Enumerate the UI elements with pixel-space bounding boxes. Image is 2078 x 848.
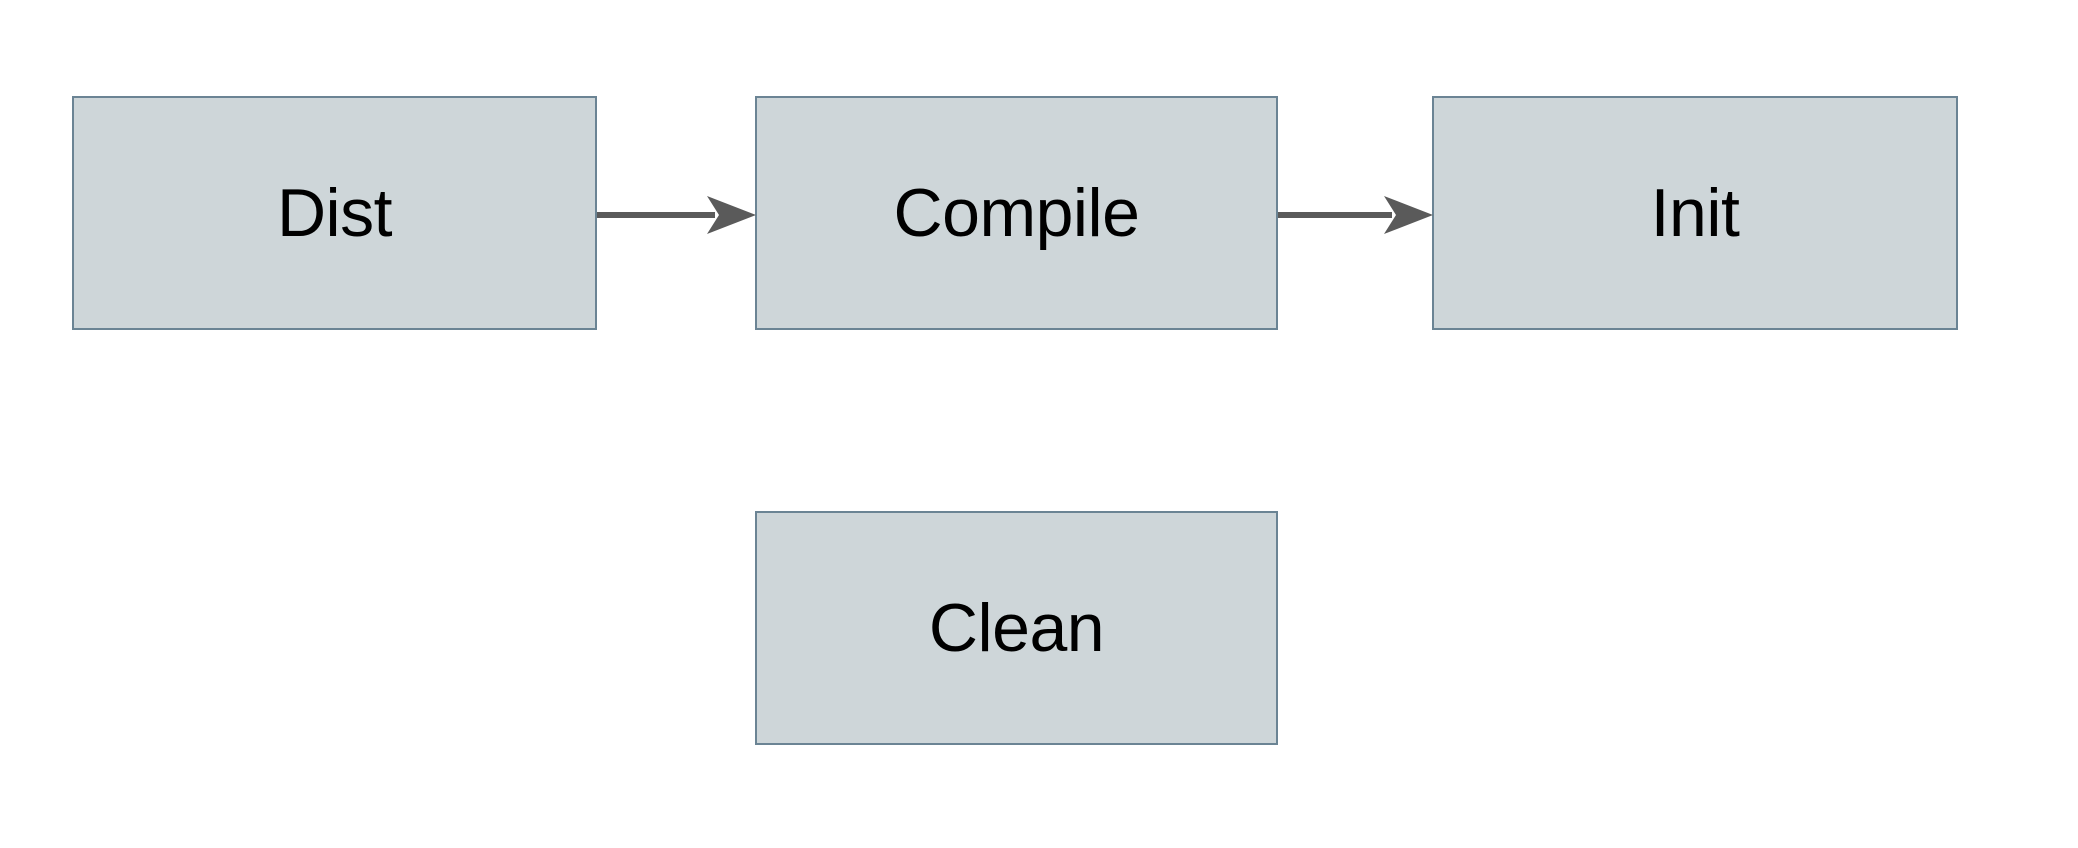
edge-dist-to-compile: [597, 196, 756, 234]
node-dist-label: Dist: [276, 175, 393, 251]
arrowhead-icon: [1384, 196, 1433, 234]
node-init-label: Init: [1650, 175, 1740, 251]
node-compile[interactable]: Compile: [755, 96, 1278, 330]
node-init[interactable]: Init: [1432, 96, 1958, 330]
node-compile-label: Compile: [893, 175, 1140, 251]
node-clean[interactable]: Clean: [755, 511, 1278, 745]
edge-compile-to-init: [1278, 196, 1433, 234]
node-clean-label: Clean: [928, 590, 1105, 666]
node-dist[interactable]: Dist: [72, 96, 597, 330]
arrowhead-icon: [707, 196, 756, 234]
